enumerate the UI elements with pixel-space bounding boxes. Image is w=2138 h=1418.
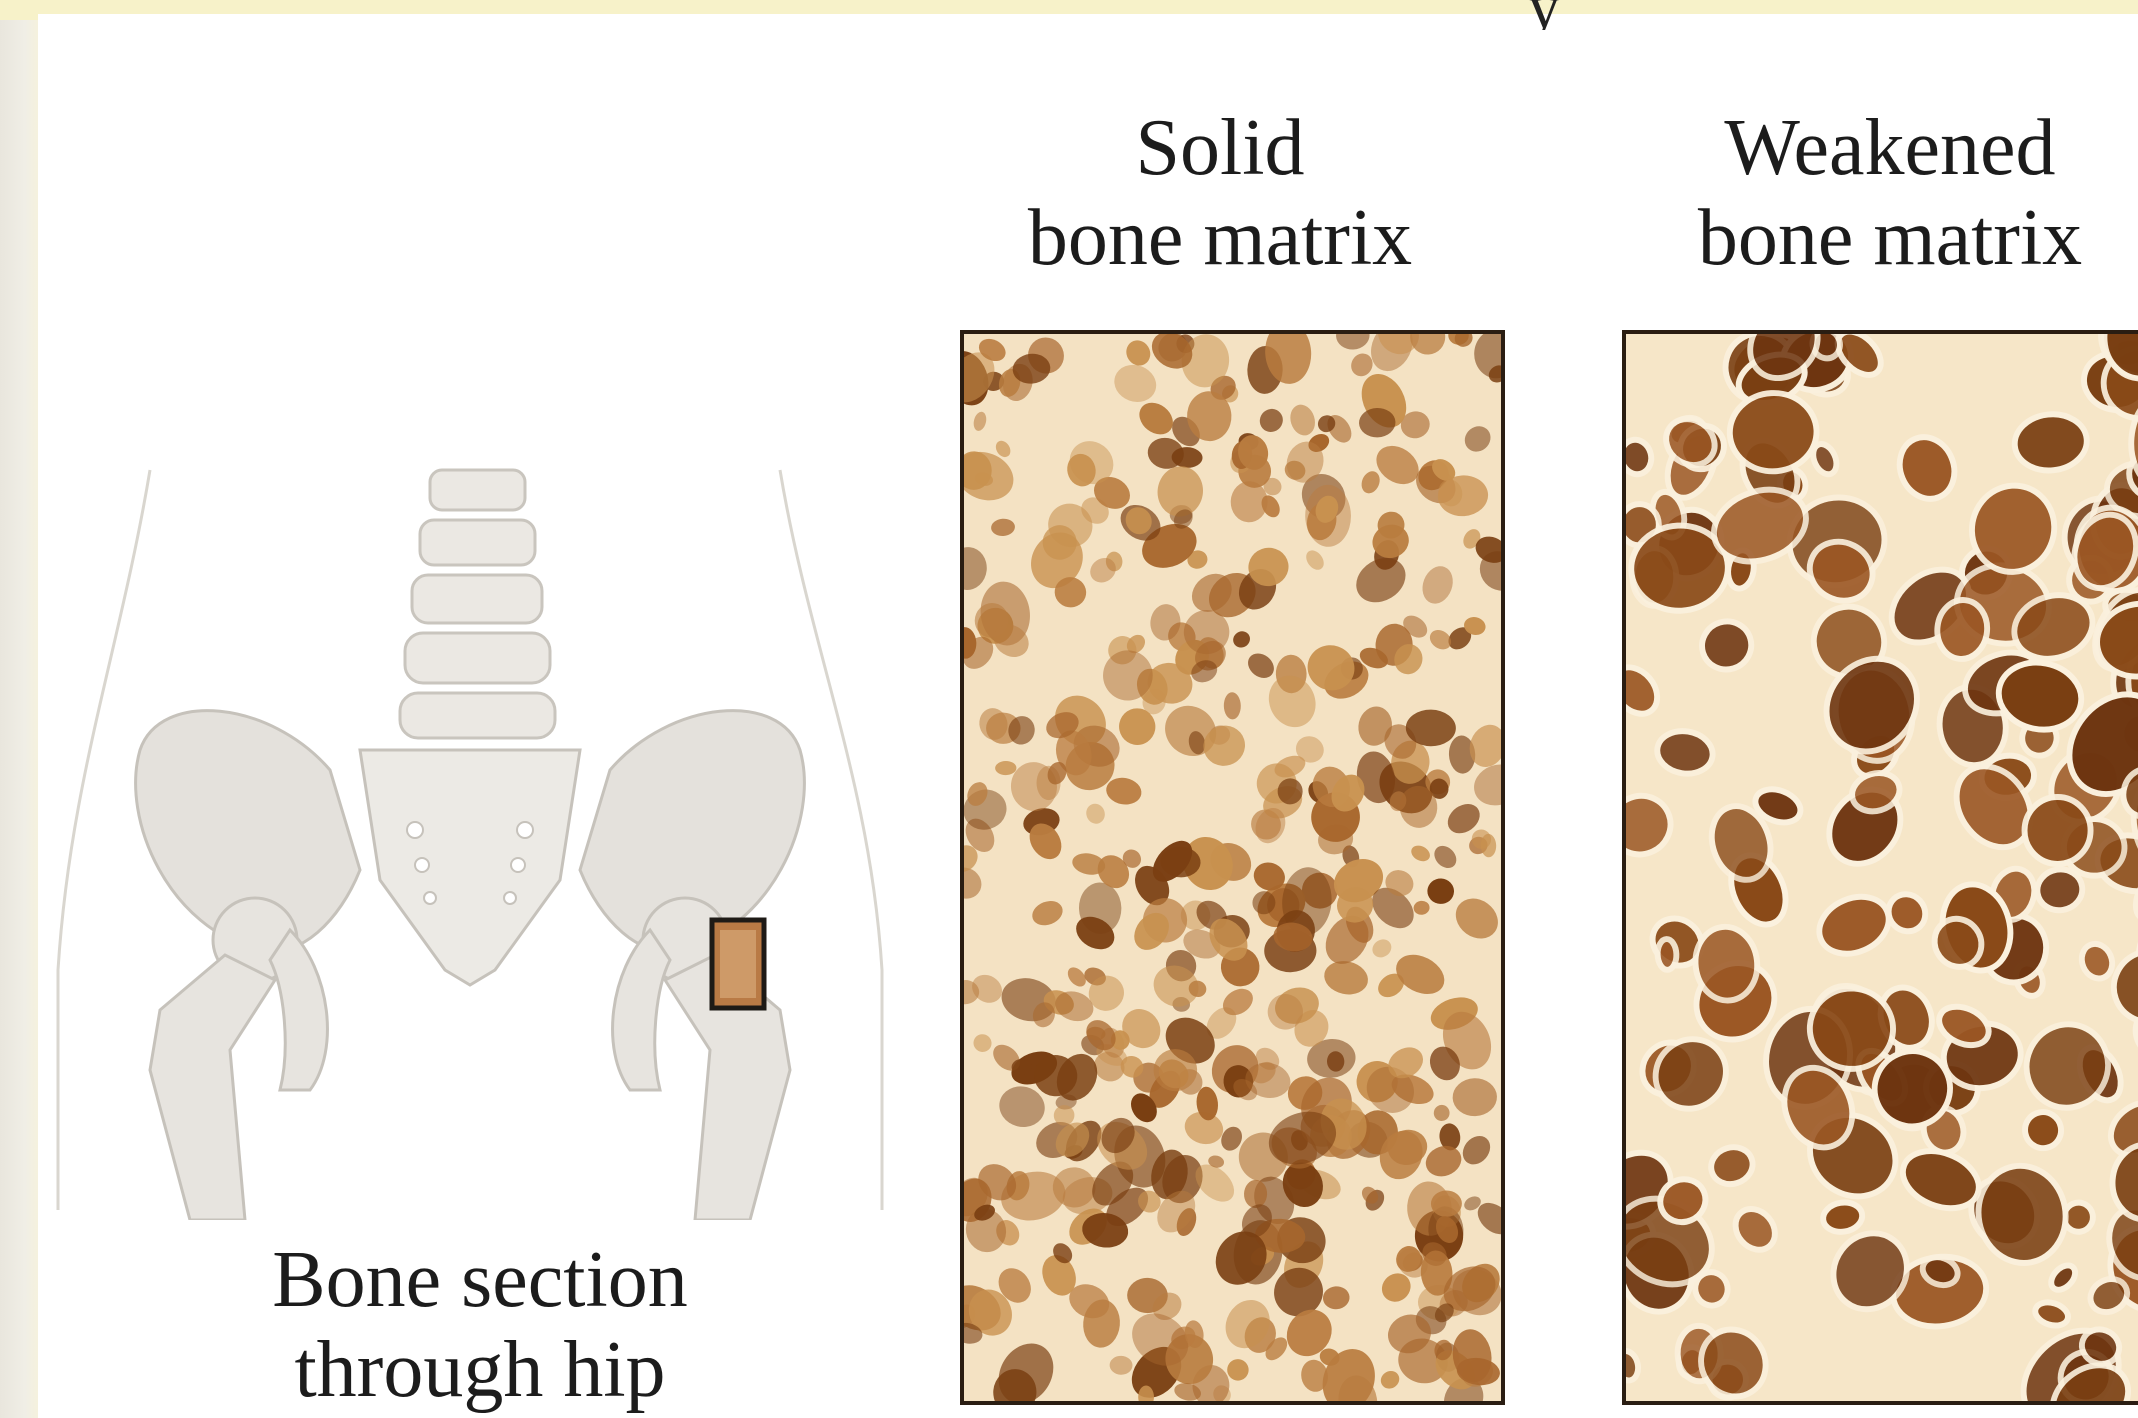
weakened-bone-label-line-2: bone matrix	[1650, 193, 2130, 283]
solid-bone-sample	[960, 330, 1505, 1405]
porous-trabecular-texture	[1626, 334, 2138, 1401]
solid-bone-label-line-2: bone matrix	[980, 193, 1460, 283]
weakened-bone-sample	[1622, 330, 2138, 1405]
bone-pore	[1728, 391, 1819, 474]
weakened-bone-label: Weakened bone matrix	[1650, 103, 2130, 283]
hip-section-label: Bone section through hip	[160, 1235, 800, 1415]
hip-section-label-line-2: through hip	[160, 1325, 800, 1415]
dense-trabecular-texture	[964, 334, 1501, 1401]
solid-bone-label-line-1: Solid	[980, 103, 1460, 193]
clipped-heading-fragment: y	[1528, 0, 1608, 30]
bone-pore	[1934, 598, 1990, 662]
spine	[400, 470, 555, 738]
bone-pore	[2025, 797, 2091, 864]
bone-pore	[1657, 939, 1677, 970]
solid-bone-label: Solid bone matrix	[980, 103, 1460, 283]
body-outline-left	[58, 470, 150, 1210]
bone-section-highlight-texture	[720, 930, 756, 998]
sacrum	[360, 750, 580, 985]
left-femur	[150, 898, 327, 1220]
weakened-bone-label-line-1: Weakened	[1650, 103, 2130, 193]
bone-pore	[1807, 986, 1896, 1072]
hip-section-label-line-1: Bone section	[160, 1235, 800, 1325]
pelvis-skeleton-icon	[40, 450, 900, 1220]
